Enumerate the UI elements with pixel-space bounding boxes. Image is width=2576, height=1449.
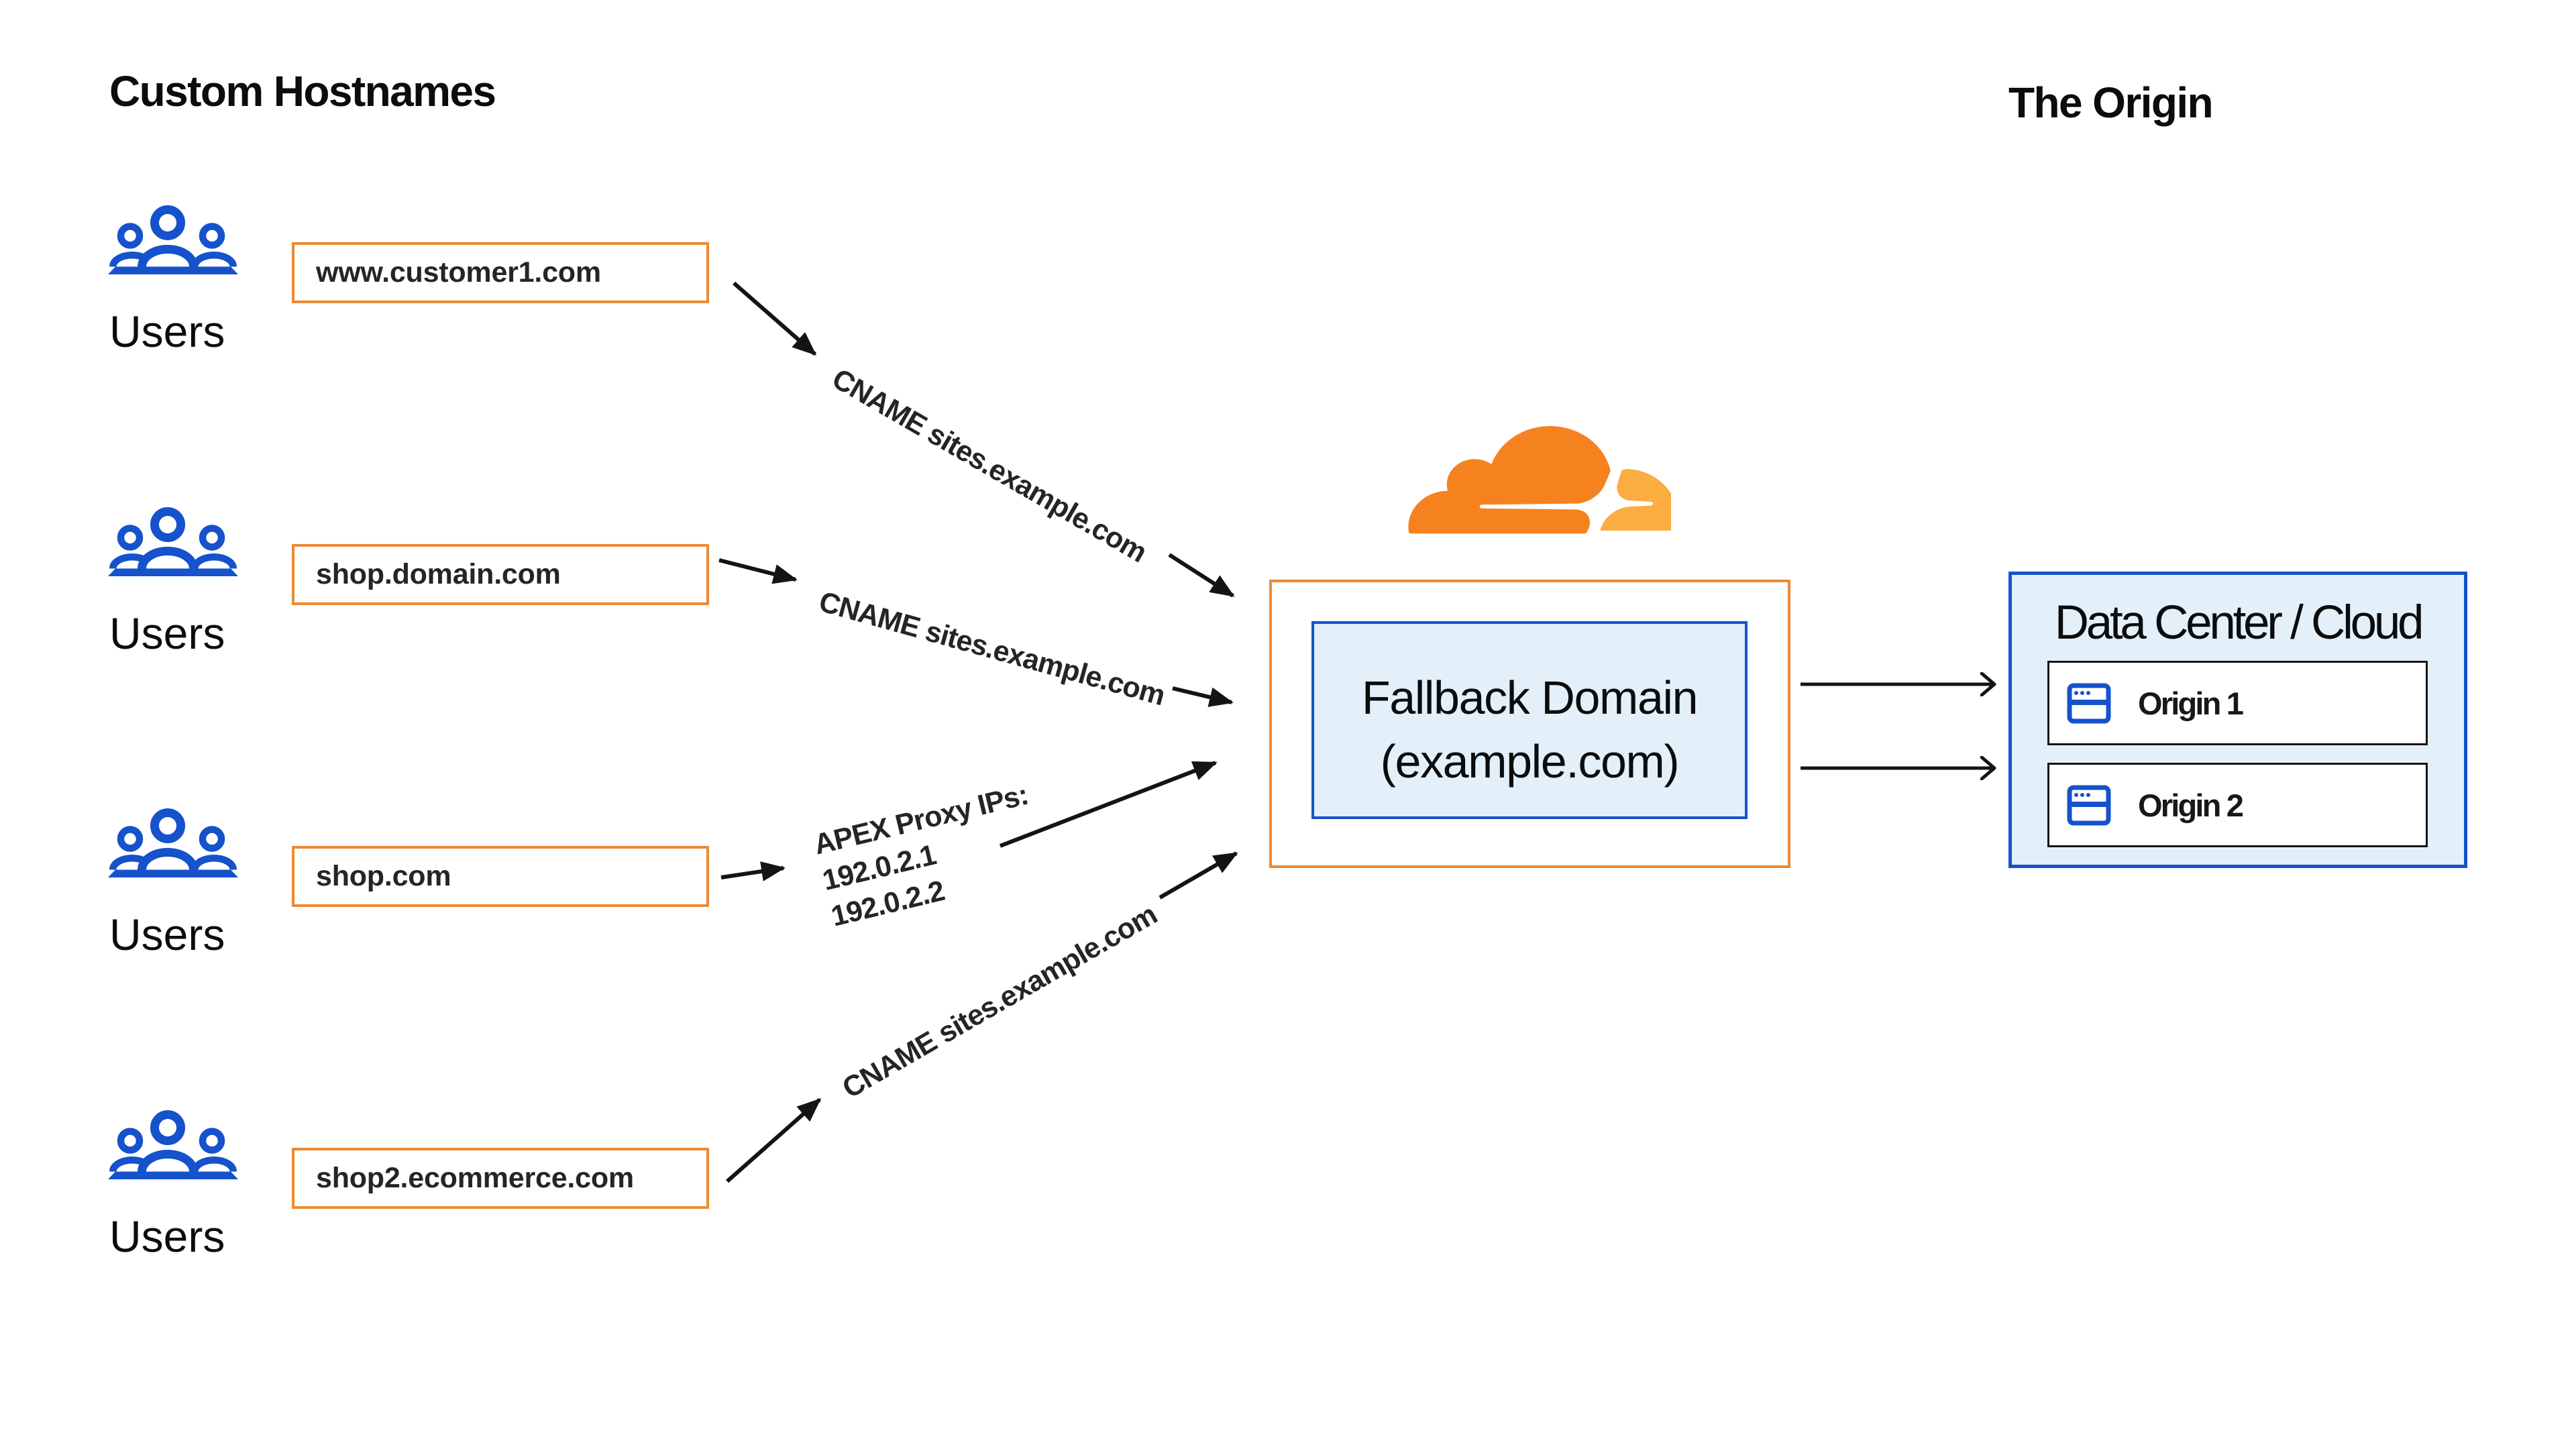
data-center-title: Data Center / Cloud <box>2054 596 2424 649</box>
arrow-row4-to-label <box>726 1097 822 1183</box>
origin-1-box: Origin 1 <box>2047 661 2428 745</box>
hostname-box-www-customer1: www.customer1.com <box>292 242 709 303</box>
hostname-box-shop-domain: shop.domain.com <box>292 544 709 605</box>
fallback-domain-box: Fallback Domain (example.com) <box>1311 621 1748 819</box>
users-icon <box>107 1110 239 1179</box>
users-icon <box>107 205 239 274</box>
page-title-the-origin: The Origin <box>2008 78 2214 127</box>
route-label-apex: APEX Proxy IPs: 192.0.2.1 192.0.2.2 <box>810 777 1049 936</box>
fallback-domain-line2: (example.com) <box>1380 735 1680 788</box>
origin-2-box: Origin 2 <box>2047 763 2428 847</box>
hostname-text: shop.com <box>316 860 451 892</box>
arrow-label1-to-fallback <box>1168 553 1235 598</box>
hostname-text: www.customer1.com <box>316 256 601 288</box>
arrow-label4-to-fallback <box>1159 851 1238 900</box>
window-icon <box>2067 785 2111 826</box>
origin-1-label: Origin 1 <box>2138 685 2244 721</box>
users-label: Users <box>109 307 225 356</box>
arrow-row2-to-label <box>718 558 798 584</box>
origin-2-label: Origin 2 <box>2138 787 2244 823</box>
data-center-box: Data Center / Cloud Origin 1 Origin 2 <box>2008 572 2467 868</box>
fallback-domain-line1: Fallback Domain <box>1361 671 1699 724</box>
window-icon <box>2067 683 2111 724</box>
hostname-text: shop2.ecommerce.com <box>316 1162 634 1194</box>
hostname-text: shop.domain.com <box>316 558 561 590</box>
users-icon <box>107 808 239 877</box>
arrow-label2-to-fallback <box>1172 686 1234 707</box>
users-group-1 <box>107 205 239 274</box>
hostname-box-shop2-ecommerce: shop2.ecommerce.com <box>292 1148 709 1209</box>
arrow-row1-to-label <box>733 281 817 356</box>
users-label: Users <box>109 1212 225 1261</box>
page-title-custom-hostnames: Custom Hostnames <box>109 67 496 115</box>
users-label: Users <box>109 910 225 959</box>
hostname-box-shop-com: shop.com <box>292 846 709 907</box>
route-label-cname-1: CNAME sites.example.com <box>826 362 1152 569</box>
route-label-cname-2: CNAME sites.example.com <box>815 585 1169 712</box>
users-group-3 <box>107 808 239 877</box>
users-group-2 <box>107 507 239 576</box>
route-label-cname-3: CNAME sites.example.com <box>837 898 1163 1105</box>
arrow-row3-to-label <box>720 861 786 881</box>
cloudflare-logo-icon <box>1408 426 1671 534</box>
users-group-4 <box>107 1110 239 1179</box>
users-label: Users <box>109 608 225 658</box>
users-icon <box>107 507 239 576</box>
